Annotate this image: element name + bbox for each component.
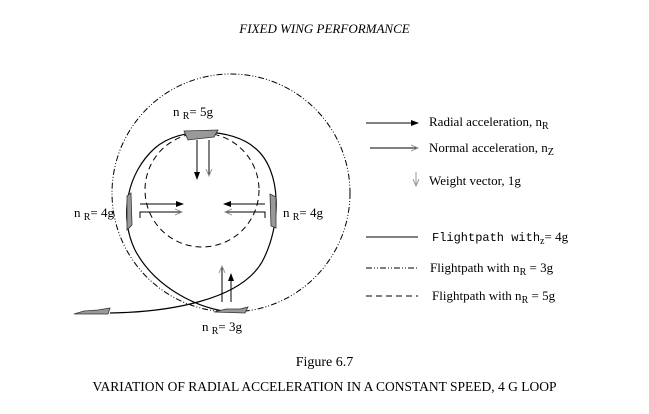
legend-weight: Weight vector, 1g <box>429 173 521 188</box>
label-bottom: n R= 3g <box>202 319 242 337</box>
label-value: = 5g <box>189 104 214 119</box>
label-value: = 4g <box>299 205 324 220</box>
legend-subscript: R <box>521 295 529 306</box>
label-n: n <box>74 205 81 220</box>
aircraft-bottom <box>213 306 249 314</box>
legend-subscript: Z <box>547 147 554 158</box>
legend-text: Flightpath with <box>432 231 541 245</box>
label-n: n <box>173 104 180 119</box>
aircraft-top <box>183 129 219 141</box>
legend-text: Radial acceleration, n <box>429 114 542 129</box>
legend-normal: Normal acceleration, nZ <box>429 140 554 158</box>
label-subscript: R <box>182 111 190 122</box>
legend-value: = 4g <box>544 229 569 244</box>
legend-subscript: R <box>519 267 527 278</box>
aircraft-left <box>126 192 133 231</box>
normal-arrow-right <box>225 212 266 218</box>
label-left: n R= 4g <box>74 205 114 223</box>
label-n: n <box>202 319 209 334</box>
figure-number: Figure 6.7 <box>295 355 354 370</box>
aircraft-right <box>269 193 277 229</box>
label-right: n R= 4g <box>283 205 323 223</box>
legend-value: = 5g <box>528 288 556 303</box>
label-n: n <box>283 205 290 220</box>
flightpath-4g-loop <box>109 131 277 314</box>
legend-fp3: Flightpath with nR = 3g <box>430 260 553 278</box>
normal-arrow-left <box>139 212 182 218</box>
legend-text: Flightpath with n <box>430 260 520 275</box>
legend-fp4: Flightpath withz= 4g <box>432 229 568 247</box>
aircraft-entry <box>73 307 111 315</box>
legend-text: Flightpath with n <box>432 288 522 303</box>
flightpath-5g-circle <box>144 132 260 248</box>
legend-text: Normal acceleration, n <box>429 140 548 155</box>
label-value: = 3g <box>218 319 243 334</box>
label-value: = 4g <box>90 205 115 220</box>
legend-value: = 3g <box>526 260 554 275</box>
label-subscript: R <box>292 212 300 223</box>
legend-subscript: R <box>541 121 549 132</box>
legend-radial: Radial acceleration, nR <box>429 114 549 132</box>
label-top: n R= 5g <box>173 104 213 122</box>
label-subscript: R <box>211 326 219 337</box>
label-subscript: R <box>83 212 91 223</box>
page-header-title: FIXED WING PERFORMANCE <box>239 21 410 36</box>
legend-subscript: z <box>540 236 545 247</box>
legend-fp5: Flightpath with nR = 5g <box>432 288 555 306</box>
figure-caption: VARIATION OF RADIAL ACCELERATION IN A CO… <box>92 379 557 394</box>
